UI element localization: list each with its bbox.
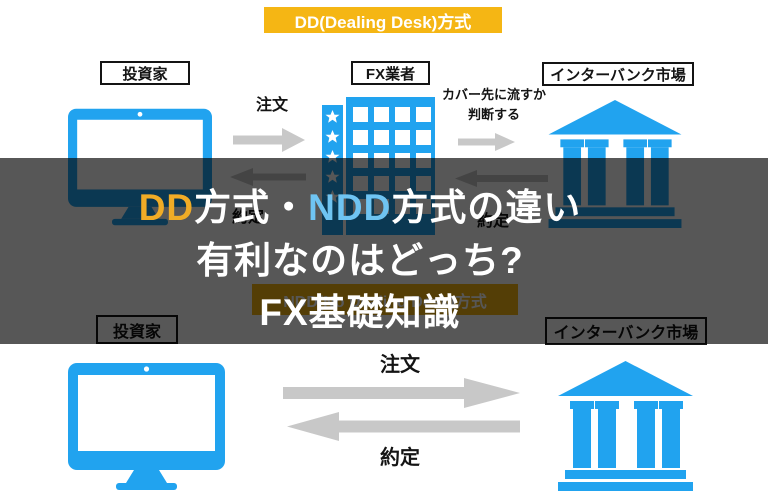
ndd-interbank-bank-icon [558, 361, 693, 491]
dd-order-arrow [233, 128, 305, 152]
dd-cover-arrow [458, 133, 515, 151]
dim-overlay-band [0, 158, 768, 344]
title-dd: DD [138, 187, 195, 228]
ndd-execution-arrow [287, 412, 520, 441]
ndd-order-label: 注文 [380, 354, 420, 376]
title-line-2: 有利なのはどっち? [196, 240, 524, 281]
dd-cover-note-line1: カバー先に流すか [441, 87, 546, 102]
dd-investor-label: 投資家 [100, 61, 190, 85]
ndd-order-arrow [283, 378, 520, 408]
dd-interbank-label: インターバンク市場 [542, 62, 694, 86]
dd-broker-label: FX業者 [351, 61, 430, 85]
ndd-investor-monitor-icon [68, 363, 225, 490]
dd-order-label: 注文 [255, 97, 288, 114]
title-line-3: FX基礎知識 [259, 292, 461, 333]
ndd-execution-label: 約定 [380, 447, 420, 469]
title-line-1: DD方式・NDD方式の違い [0, 177, 720, 231]
dd-banner: DD(Dealing Desk)方式 [264, 7, 502, 33]
dd-cover-note-line2: 判断する [467, 106, 520, 122]
title-mid: 方式・ [194, 187, 309, 228]
title-ndd: NDD [308, 187, 392, 228]
title-tail: 方式の違い [391, 187, 582, 228]
dd-cover-note: カバー先に流すか 判断する [441, 85, 547, 124]
